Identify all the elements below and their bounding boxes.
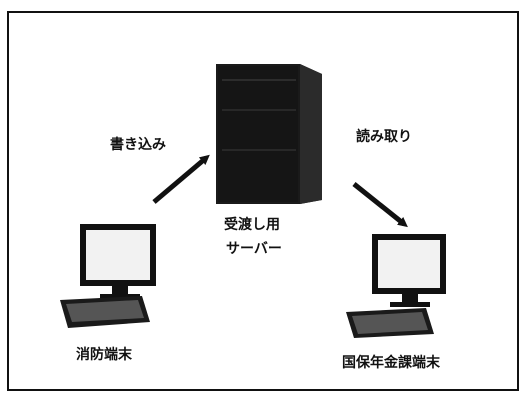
read-arrow-icon	[352, 182, 408, 228]
right-terminal-label: 国保年金課端末	[342, 355, 440, 371]
write-label: 書き込み	[110, 137, 166, 153]
left-terminal-icon	[60, 224, 156, 328]
diagram-border	[7, 11, 519, 391]
right-terminal-icon	[346, 234, 446, 338]
server-icon	[216, 64, 322, 204]
server-label-line1: 受渡し用	[224, 217, 280, 233]
read-label: 読み取り	[356, 129, 412, 145]
left-terminal-label: 消防端末	[76, 347, 132, 363]
write-arrow-icon	[152, 154, 210, 204]
server-label-line2: サーバー	[226, 241, 282, 257]
